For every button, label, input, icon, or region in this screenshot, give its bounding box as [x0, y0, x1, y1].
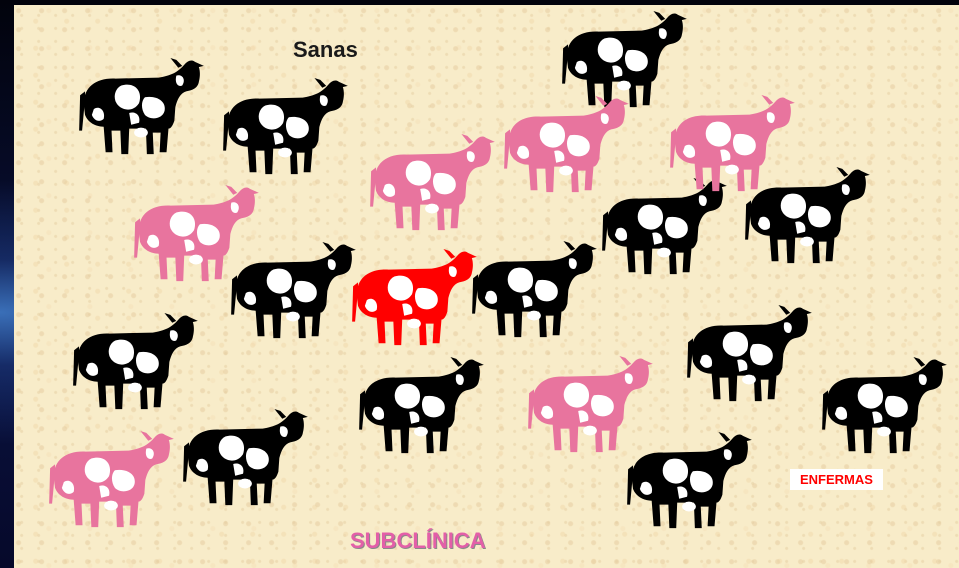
cow-icon — [180, 407, 308, 515]
cow-icon — [367, 132, 495, 240]
cow-icon — [684, 303, 812, 411]
cow-icon — [667, 93, 795, 201]
cow-icon — [131, 183, 259, 291]
sick-cow-icon — [349, 247, 477, 355]
cow-icon — [469, 239, 597, 347]
sick-label: ENFERMAS — [790, 469, 883, 490]
healthy-label: Sanas — [293, 37, 358, 63]
cow-icon — [220, 76, 348, 184]
cow-icon — [76, 56, 204, 164]
cow-icon — [356, 355, 484, 463]
slide-panel: Sanas SUBCLÍNICA ENFERMAS — [14, 5, 959, 568]
cow-icon — [70, 311, 198, 419]
subclinical-label: SUBCLÍNICA — [350, 528, 486, 554]
cow-icon — [501, 94, 629, 202]
cow-icon — [46, 429, 174, 537]
cow-icon — [819, 355, 947, 463]
cow-icon — [525, 354, 653, 462]
